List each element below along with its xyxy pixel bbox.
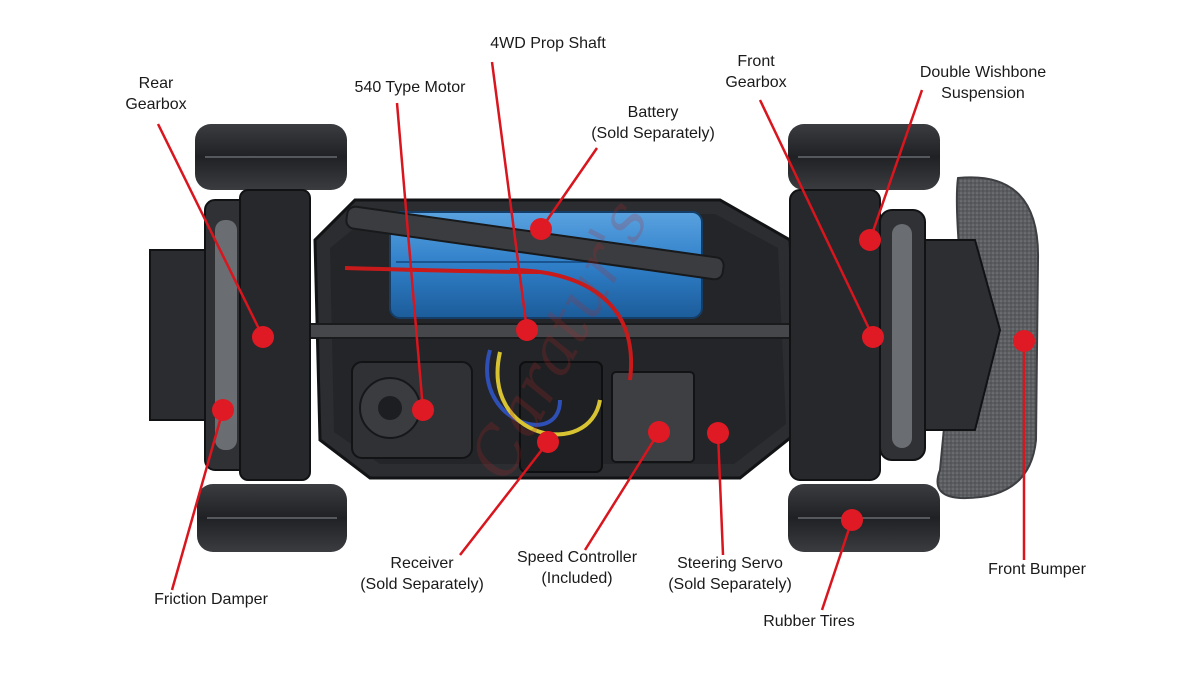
marker-dots [212,218,1035,531]
dot-front-gearbox [862,326,884,348]
battery-pack [345,205,725,319]
leader-battery [539,147,599,230]
label-front-bumper: Front Bumper [988,561,1086,578]
leader-rear-gearbox [156,123,265,338]
dot-speed-controller [648,421,670,443]
leader-rubber-tires [820,519,854,611]
dot-friction-damper [212,399,234,421]
leader-prop-shaft [490,61,529,331]
dot-receiver [537,431,559,453]
front-left-tire [788,124,940,190]
rear-suspension-assembly [149,189,311,481]
wiring [344,266,634,437]
leader-friction-damper [170,409,225,591]
dot-battery [530,218,552,240]
rear-left-tire [195,124,347,190]
leader-lines [156,61,1026,611]
dot-front-bumper [1013,330,1035,352]
rear-right-tire [197,484,347,552]
dot-motor [412,399,434,421]
label-friction-damper: Friction Damper [154,591,268,608]
leader-receiver [459,441,549,556]
dot-prop-shaft [516,319,538,341]
label-steering-servo: Steering Servo(Sold Separately) [668,555,792,593]
label-battery: Battery(Sold Separately) [591,104,715,142]
label-motor: 540 Type Motor [354,79,466,96]
label-receiver: Receiver(Sold Separately) [360,555,484,593]
leader-motor [395,102,425,411]
label-prop-shaft: 4WD Prop Shaft [490,35,606,52]
leader-suspension [868,89,924,241]
leader-front-gearbox [758,99,875,338]
dot-rubber-tires [841,509,863,531]
leader-steering-servo [716,432,725,556]
dot-rear-gearbox [252,326,274,348]
front-suspension-assembly [789,189,1002,481]
label-speed-controller: Speed Controller(Included) [516,549,638,587]
prop-shaft [299,323,861,339]
front-right-tire [788,484,940,552]
dot-steering-servo [707,422,729,444]
leader-speed-controller [583,431,661,551]
label-rubber-tires: Rubber Tires [763,613,855,630]
dot-suspension [859,229,881,251]
